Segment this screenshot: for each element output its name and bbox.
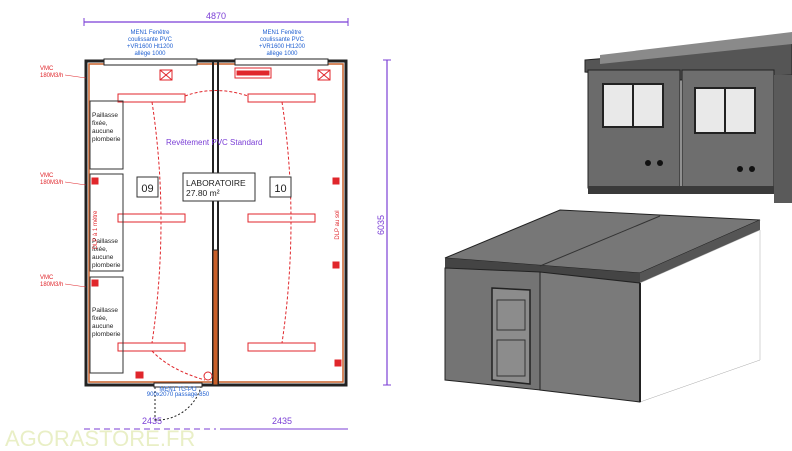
svg-text:900x2070 passage 850: 900x2070 passage 850	[147, 392, 210, 398]
module-width-1: 2435	[142, 416, 162, 426]
svg-text:aucune: aucune	[92, 323, 114, 330]
svg-text:09: 09	[141, 183, 153, 195]
overall-depth-label: 6035	[376, 215, 386, 235]
svg-text:plomberie: plomberie	[92, 331, 121, 338]
bench-3: Paillasse fixée, aucune plomberie	[89, 276, 124, 374]
svg-text:allège 1000: allège 1000	[266, 51, 298, 57]
svg-text:+VR1600 Ht1200: +VR1600 Ht1200	[127, 44, 174, 50]
svg-text:Paillasse: Paillasse	[92, 112, 118, 119]
svg-text:fixée,: fixée,	[92, 315, 108, 322]
bench-1: Paillasse fixée, aucune plomberie	[89, 100, 124, 170]
side-label-right: DLP au sol	[335, 210, 341, 239]
svg-text:10: 10	[274, 183, 286, 195]
room-label: LABORATOIRE 27.80 m²	[182, 172, 256, 202]
floor-finish-label: Revêtement PVC Standard	[166, 138, 263, 147]
window-label-1: MEN1 Fenêtre coulissante PVC +VR1600 Ht1…	[127, 30, 174, 57]
svg-text:MEN1 Fenêtre: MEN1 Fenêtre	[130, 30, 170, 36]
svg-text:180M3/h: 180M3/h	[40, 282, 63, 288]
floor-plan-walls	[84, 58, 348, 421]
svg-text:plomberie: plomberie	[92, 262, 121, 269]
watermark: AGORASTORE.FR	[5, 426, 195, 451]
svg-text:fixée,: fixée,	[92, 246, 108, 253]
electrical-items	[91, 67, 342, 381]
window-2	[234, 58, 329, 66]
module-3d-view-side	[444, 209, 761, 403]
door-label: MEN1 TG-PO 900x2070 passage 850	[147, 387, 210, 398]
door-3d	[491, 287, 531, 385]
svg-text:27.80 m²: 27.80 m²	[186, 188, 220, 198]
svg-text:VMC: VMC	[40, 275, 54, 281]
svg-text:Paillasse: Paillasse	[92, 307, 118, 314]
svg-text:180M3/h: 180M3/h	[40, 73, 63, 79]
svg-text:Paillasse: Paillasse	[92, 238, 118, 245]
bench-2: Paillasse fixée, aucune plomberie	[89, 173, 124, 272]
svg-text:+VR1600 Ht1200: +VR1600 Ht1200	[259, 44, 306, 50]
svg-text:VMC: VMC	[40, 173, 54, 179]
svg-text:coulissante PVC: coulissante PVC	[260, 37, 305, 43]
dimension-bottom: 2435 2435	[84, 416, 348, 430]
dimension-right: 6035	[376, 59, 391, 386]
module-number-10: 10	[269, 176, 292, 198]
svg-text:MEN1 Fenêtre: MEN1 Fenêtre	[262, 30, 302, 36]
dimension-top: 4870	[83, 11, 349, 26]
window-label-2: MEN1 Fenêtre coulissante PVC +VR1600 Ht1…	[259, 30, 306, 57]
module-width-2: 2435	[272, 416, 292, 426]
door	[153, 382, 203, 388]
module-number-09: 09	[136, 176, 159, 198]
svg-text:coulissante PVC: coulissante PVC	[128, 37, 173, 43]
svg-text:MEN1 TG-PO: MEN1 TG-PO	[159, 387, 197, 393]
svg-text:LABORATOIRE: LABORATOIRE	[186, 178, 246, 188]
module-3d-view-front	[584, 32, 792, 203]
window-1	[103, 58, 198, 66]
svg-text:plomberie: plomberie	[92, 136, 121, 143]
svg-text:allège 1000: allège 1000	[134, 51, 166, 57]
svg-text:fixée,: fixée,	[92, 120, 108, 127]
svg-text:aucune: aucune	[92, 254, 114, 261]
light-fixtures	[117, 93, 316, 352]
svg-text:VMC: VMC	[40, 66, 54, 72]
svg-text:180M3/h: 180M3/h	[40, 180, 63, 186]
svg-text:aucune: aucune	[92, 128, 114, 135]
overall-width-label: 4870	[206, 11, 226, 21]
side-label-left: DLP à 1 mètre	[93, 210, 99, 249]
